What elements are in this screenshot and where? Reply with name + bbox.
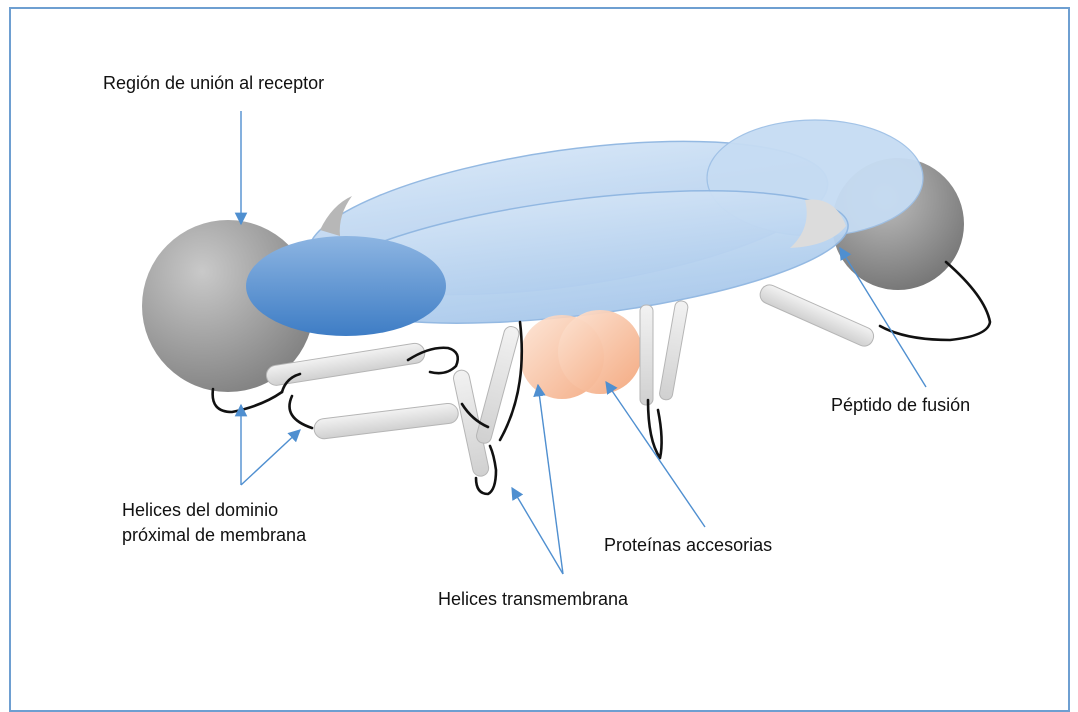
label-accessory-proteins: Proteínas accesorias [604,533,772,558]
label-proximal-helices-line2: próximal de membrana [122,523,306,548]
helix-fusion [757,282,876,349]
arrow-accessory [606,382,705,527]
helix-transmembrane-3 [640,305,653,405]
arrow-helix-prox-2 [241,430,300,485]
label-transmembrane-helices: Helices transmembrana [438,587,628,612]
helix-proximal-lower [313,402,459,440]
label-receptor-binding: Región de unión al receptor [103,71,324,96]
helix-transmembrane-2 [475,325,521,445]
helix-transmembrane-4 [659,300,689,401]
label-proximal-helices-line1: Helices del dominio [122,498,278,523]
arrow-transmembrane-2 [538,385,563,574]
arrow-transmembrane-1 [512,488,563,574]
label-fusion-peptide: Péptido de fusión [831,393,970,418]
accessory-protein-2 [558,310,642,394]
dark-blue-domain [246,236,446,336]
